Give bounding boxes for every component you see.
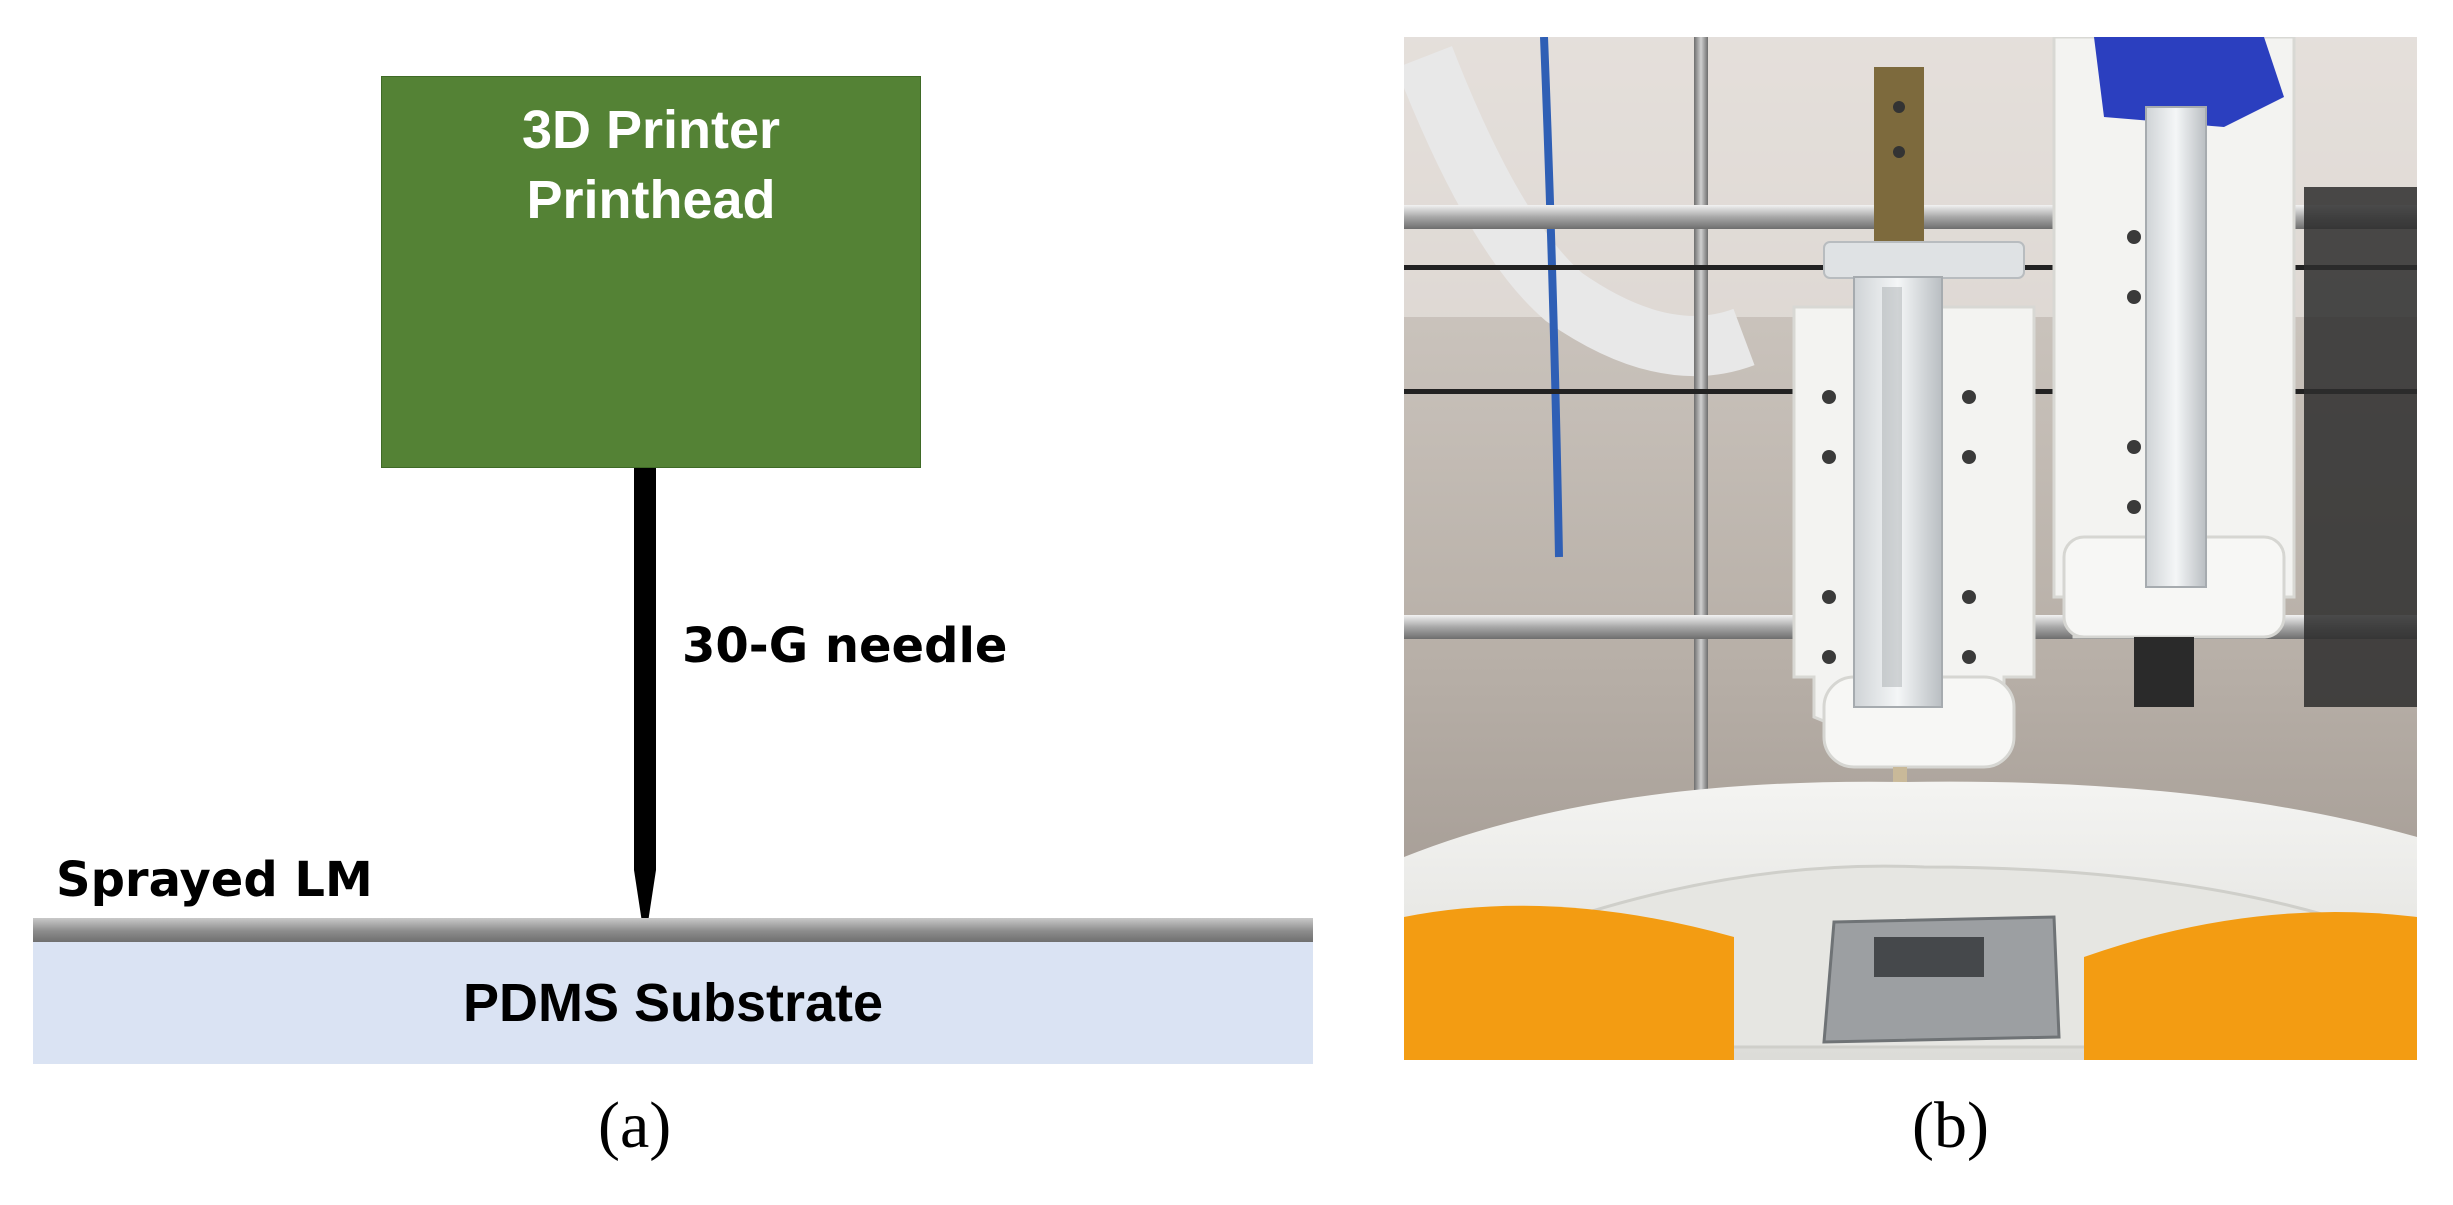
vertical-rod xyxy=(1694,37,1708,817)
printhead-label-line1: 3D Printer xyxy=(521,100,781,160)
printer-photo-illustration xyxy=(1404,37,2417,1060)
sensor-block xyxy=(2134,637,2194,707)
syringe-flange xyxy=(1823,241,2025,279)
orange-tape-left xyxy=(1404,905,1734,1060)
blue-cable xyxy=(1540,37,1563,558)
blue-clamp xyxy=(2094,37,2284,127)
printed-lm-trace xyxy=(1874,937,1984,977)
caption-a: (a) xyxy=(598,1089,672,1162)
pdms-sample xyxy=(1822,915,2061,1044)
pdms-substrate: PDMS Substrate xyxy=(33,942,1313,1064)
substrate-label: PDMS Substrate xyxy=(462,973,884,1033)
holder-screws xyxy=(1822,390,1976,664)
schematic-panel: 3D Printer Printhead 30-G needle Sprayed… xyxy=(33,76,1313,1064)
right-syringe-barrel xyxy=(2145,106,2207,588)
needle-shaft xyxy=(634,468,656,870)
needle-label: 30-G needle xyxy=(682,618,1008,674)
caption-b: (b) xyxy=(1912,1089,1989,1162)
ribbon-cable xyxy=(1404,46,1755,376)
printer-photo xyxy=(1404,37,2417,1060)
printhead-label-line2: Printhead xyxy=(526,170,776,230)
sprayed-lm-layer xyxy=(33,918,1313,942)
sprayed-lm-label: Sprayed LM xyxy=(56,852,373,908)
printhead-box: 3D Printer Printhead xyxy=(381,76,921,468)
orange-tape-right xyxy=(2084,912,2417,1060)
left-syringe-barrel xyxy=(1853,276,1943,708)
right-electronics xyxy=(2304,187,2417,707)
